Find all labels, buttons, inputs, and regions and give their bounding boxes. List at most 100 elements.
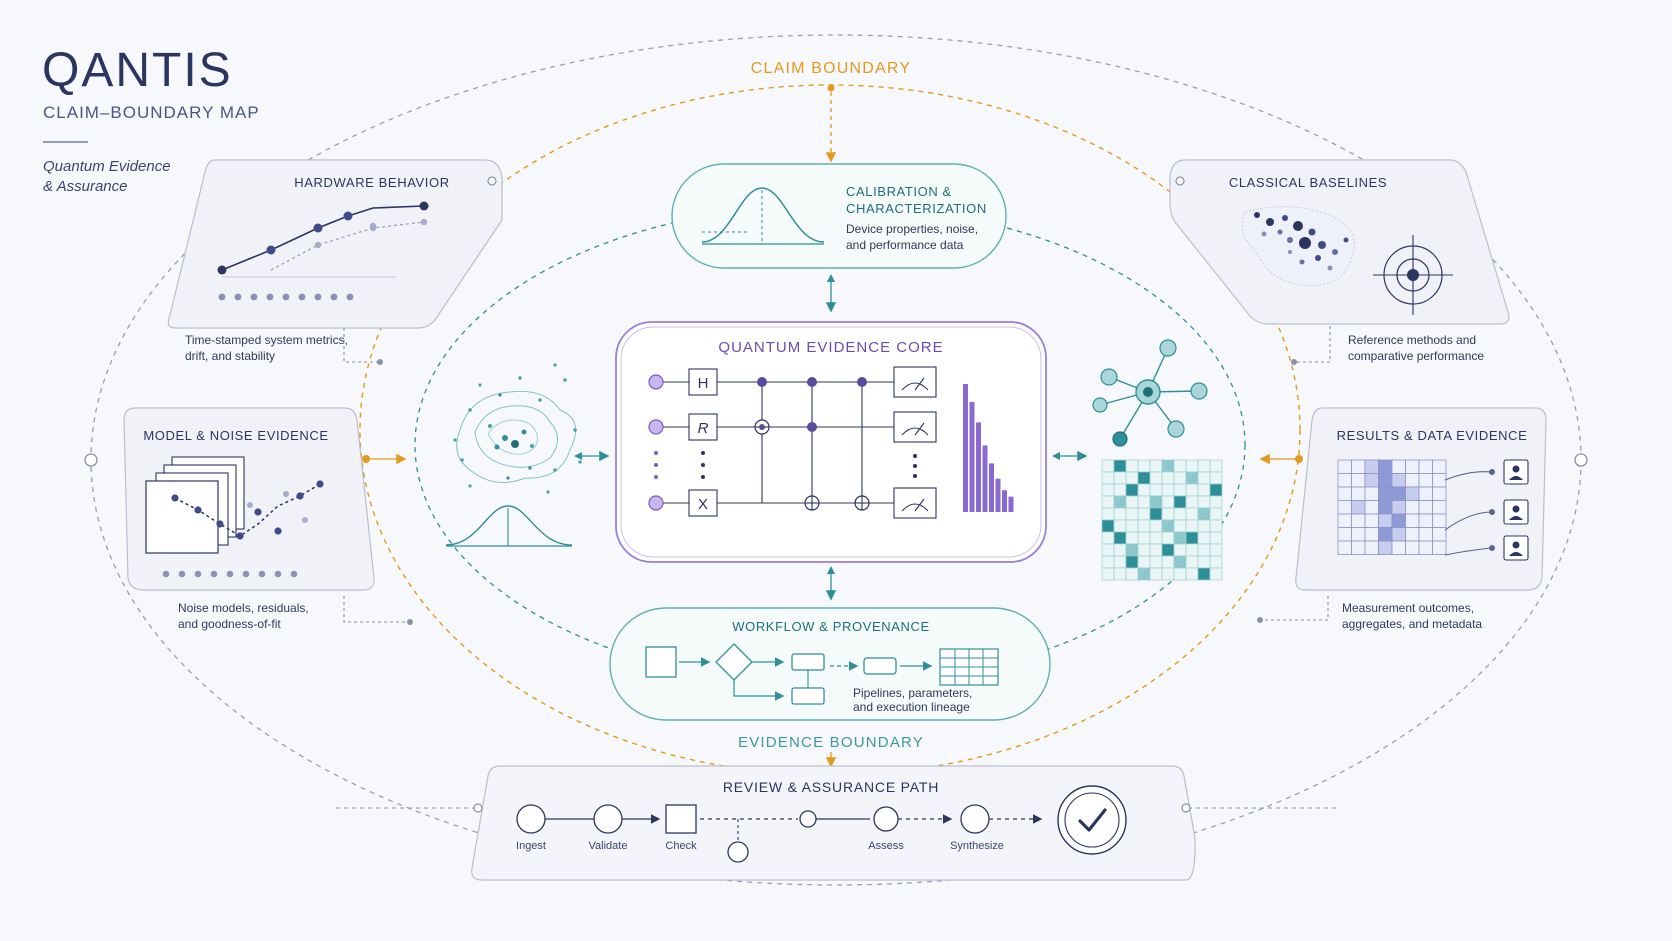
brand-subtitle: CLAIM–BOUNDARY MAP bbox=[43, 103, 260, 122]
heatmap-cell bbox=[1337, 473, 1352, 488]
hardware-caption-leader bbox=[343, 328, 378, 363]
heatmap-cell bbox=[1113, 507, 1127, 521]
heatmap-cell bbox=[1378, 500, 1393, 515]
heatmap-cell bbox=[1364, 486, 1379, 501]
heatmap-cell bbox=[1137, 555, 1151, 569]
heatmap-cell bbox=[1173, 495, 1187, 509]
classical-title: CLASSICAL BASELINES bbox=[1229, 175, 1387, 190]
measurement-meter-icon bbox=[893, 366, 937, 398]
heatmap-cell bbox=[1364, 473, 1379, 488]
heatmap-cell bbox=[1197, 555, 1211, 569]
step-ingest-node bbox=[516, 804, 546, 834]
step-check-node bbox=[665, 804, 697, 834]
histogram-bar bbox=[1008, 496, 1014, 512]
heatmap-cell bbox=[1125, 543, 1139, 557]
workflow-provenance-panel[interactable]: WORKFLOW & PROVENANCE Pipelines, bbox=[609, 607, 1051, 721]
heatmap-cell bbox=[1137, 471, 1151, 485]
heatmap-cell bbox=[1161, 531, 1175, 545]
heatmap-cell bbox=[1125, 555, 1139, 569]
heatmap-cell bbox=[1405, 540, 1420, 555]
histogram-bar bbox=[989, 463, 994, 512]
heatmap-cell bbox=[1101, 555, 1115, 569]
evidence-boundary-label: EVIDENCE BOUNDARY bbox=[738, 734, 924, 751]
heatmap-cell bbox=[1337, 513, 1352, 528]
heatmap-cell bbox=[1351, 486, 1366, 501]
heatmap-cell bbox=[1149, 555, 1163, 569]
target-icon bbox=[1373, 235, 1453, 315]
heatmap-cell bbox=[1125, 567, 1139, 581]
heatmap-cell bbox=[1149, 543, 1163, 557]
model-noise-panel[interactable]: MODEL & NOISE EVIDENCE bbox=[123, 407, 375, 591]
calibration-caption-line2: and performance data bbox=[846, 238, 964, 252]
step-branch-node bbox=[727, 841, 749, 863]
classical-baselines-panel[interactable]: CLASSICAL BASELINES bbox=[1169, 159, 1510, 325]
heatmap-cell bbox=[1197, 531, 1211, 545]
model-noise-caption-line2: and goodness-of-fit bbox=[178, 617, 281, 631]
heatmap-cell bbox=[1149, 567, 1163, 581]
hardware-connector-node bbox=[487, 176, 497, 186]
heatmap-cell bbox=[1149, 483, 1163, 497]
classical-caption-line1: Reference methods and bbox=[1348, 333, 1476, 347]
distribution-curve-icon bbox=[445, 505, 573, 547]
heatmap-cell bbox=[1149, 495, 1163, 509]
heatmap-cell bbox=[1378, 459, 1393, 474]
heatmap-cell bbox=[1197, 495, 1211, 509]
heatmap-cell bbox=[1209, 507, 1223, 521]
heatmap-cell bbox=[1391, 540, 1406, 555]
heatmap-cell bbox=[1197, 543, 1211, 557]
heatmap-cell bbox=[1197, 519, 1211, 533]
results-caption-leader bbox=[1262, 596, 1329, 621]
heatmap-cell bbox=[1125, 507, 1139, 521]
heatmap-cell bbox=[1364, 513, 1379, 528]
heatmap-cell bbox=[1185, 519, 1199, 533]
histogram-bar bbox=[995, 478, 1001, 512]
results-data-panel[interactable]: RESULTS & DATA EVIDENCE bbox=[1295, 407, 1547, 591]
heatmap-cell bbox=[1113, 519, 1127, 533]
step-synthesize-label: Synthesize bbox=[950, 840, 1004, 852]
heatmap-cell bbox=[1209, 471, 1223, 485]
heatmap-cell bbox=[1125, 471, 1139, 485]
heatmap-cell bbox=[1432, 486, 1447, 501]
heatmap-cell bbox=[1113, 543, 1127, 557]
heatmap-cell bbox=[1378, 527, 1393, 542]
heatmap-cell bbox=[1149, 459, 1163, 473]
heatmap-cell bbox=[1101, 459, 1115, 473]
heatmap-cell bbox=[1418, 527, 1433, 542]
heatmap-cell bbox=[1209, 555, 1223, 569]
heatmap-cell bbox=[1418, 513, 1433, 528]
noise-cloud-icon bbox=[453, 363, 582, 494]
heatmap-cell bbox=[1185, 459, 1199, 473]
calibration-panel[interactable]: CALIBRATION & CHARACTERIZATION Device pr… bbox=[671, 163, 1007, 269]
heatmap-cell bbox=[1432, 527, 1447, 542]
heatmap-cell bbox=[1137, 543, 1151, 557]
heatmap-cell bbox=[1161, 555, 1175, 569]
heatmap-cell bbox=[1113, 531, 1127, 545]
heatmap-cell bbox=[1173, 531, 1187, 545]
heatmap-cell bbox=[1209, 495, 1223, 509]
checkmark-icon bbox=[1057, 785, 1127, 855]
heatmap-cell bbox=[1378, 473, 1393, 488]
heatmap-cell bbox=[1209, 483, 1223, 497]
heatmap-cell bbox=[1337, 486, 1352, 501]
histogram-bar bbox=[982, 445, 988, 512]
heatmap-cell bbox=[1378, 486, 1393, 501]
hardware-drift-chart bbox=[217, 201, 429, 301]
heatmap-cell bbox=[1101, 543, 1115, 557]
heatmap-cell bbox=[1125, 531, 1139, 545]
gate-h-label: H bbox=[698, 375, 709, 392]
calibration-title-line1: CALIBRATION & bbox=[846, 184, 952, 199]
outer-node-left bbox=[84, 453, 98, 467]
workflow-title: WORKFLOW & PROVENANCE bbox=[732, 619, 930, 634]
quantum-evidence-core[interactable]: QUANTUM EVIDENCE CORE H R X bbox=[615, 321, 1047, 563]
heatmap-cell bbox=[1391, 486, 1406, 501]
core-title: QUANTUM EVIDENCE CORE bbox=[718, 339, 943, 356]
review-assurance-panel[interactable]: REVIEW & ASSURANCE PATH Ingest Validate … bbox=[471, 765, 1196, 881]
heatmap-cell bbox=[1418, 540, 1433, 555]
workflow-caption-line2: and execution lineage bbox=[853, 700, 970, 714]
heatmap-cell bbox=[1137, 507, 1151, 521]
review-title: REVIEW & ASSURANCE PATH bbox=[723, 779, 939, 795]
heatmap-cell bbox=[1197, 483, 1211, 497]
hardware-behavior-panel[interactable]: HARDWARE BEHAVIOR bbox=[167, 159, 503, 329]
results-user-icons bbox=[1444, 459, 1529, 561]
workflow-caption-line1: Pipelines, parameters, bbox=[853, 686, 972, 700]
